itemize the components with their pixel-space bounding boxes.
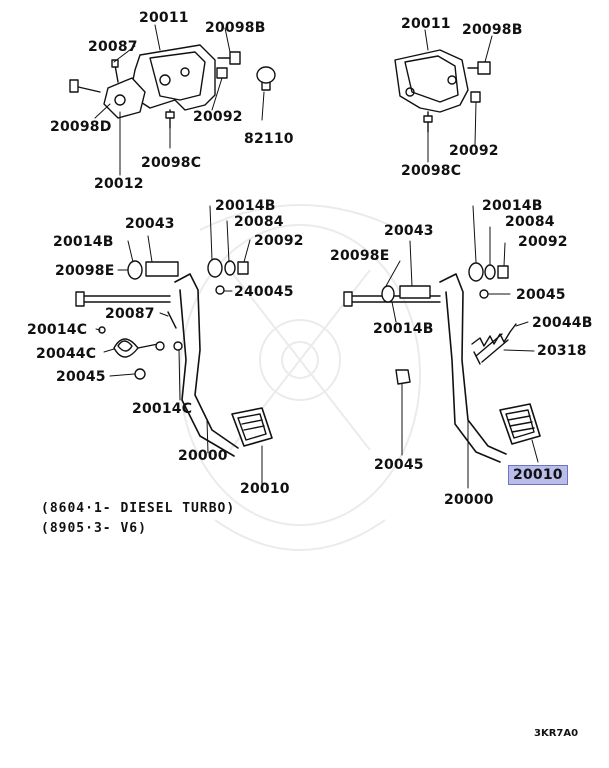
label-bl-spacer: 20084 [234, 214, 284, 230]
label-br-pad-highlighted[interactable]: 20010 [508, 465, 568, 485]
tr-bracket-assembly [394, 49, 491, 133]
diagram-code: 3KR7A0 [534, 728, 579, 739]
tl-leaders [94, 24, 265, 176]
label-br-bush-a: 20014B [482, 198, 543, 214]
label-tl-bolt: 20098B [205, 20, 266, 36]
br-leaders [385, 205, 539, 489]
label-bl-cushion: 20045 [56, 369, 106, 385]
applicability-note-2: (8905·3- V6) [41, 521, 147, 536]
label-bl-nut: 20092 [254, 233, 304, 249]
label-bl-bolt: 20098E [55, 263, 115, 279]
tl-bracket-assembly [69, 44, 276, 129]
label-bl-pad: 20010 [240, 481, 290, 497]
label-tr-nut: 20092 [449, 143, 499, 159]
label-br-rod: 20318 [537, 343, 587, 359]
label-tl-bolt-left: 20098D [50, 119, 112, 135]
label-tl-plate: 20012 [94, 176, 144, 192]
label-br-pedal: 20000 [444, 492, 494, 508]
label-bl-stopper: 240045 [234, 284, 294, 300]
label-br-nut: 20092 [518, 234, 568, 250]
label-bl-pedal: 20000 [178, 448, 228, 464]
bl-leaders [95, 205, 263, 487]
label-br-bush-b: 20014B [373, 321, 434, 337]
label-br-spring: 20044B [532, 315, 593, 331]
label-tl-pin: 20087 [88, 39, 138, 55]
tr-leaders [424, 29, 493, 163]
label-br-collar: 20043 [384, 223, 434, 239]
label-bl-bush-b: 20014B [215, 198, 276, 214]
applicability-note-1: (8604·1- DIESEL TURBO) [41, 501, 236, 516]
watermark-crest [179, 204, 421, 551]
label-tl-bracket: 20011 [139, 10, 189, 26]
label-bl-pin: 20087 [105, 306, 155, 322]
label-tl-stud: 20098C [141, 155, 202, 171]
label-tr-bolt: 20098B [462, 22, 523, 38]
label-bl-bush-a: 20014B [53, 234, 114, 250]
label-bl-bush-d: 20014C [132, 401, 193, 417]
label-bl-bush-c: 20014C [27, 322, 88, 338]
br-pedal-assembly [343, 262, 541, 463]
label-bl-spring: 20044C [36, 346, 97, 362]
label-tr-bracket: 20011 [401, 16, 451, 32]
label-br-bolt: 20098E [330, 248, 390, 264]
label-bl-collar: 20043 [125, 216, 175, 232]
bl-pedal-assembly [75, 258, 273, 457]
label-br-spacer: 20084 [505, 214, 555, 230]
label-tl-nut: 20092 [193, 109, 243, 125]
label-tr-stud: 20098C [401, 163, 462, 179]
label-br-cushion: 20045 [374, 457, 424, 473]
label-br-stopper: 20045 [516, 287, 566, 303]
label-tl-switch: 82110 [244, 131, 294, 147]
